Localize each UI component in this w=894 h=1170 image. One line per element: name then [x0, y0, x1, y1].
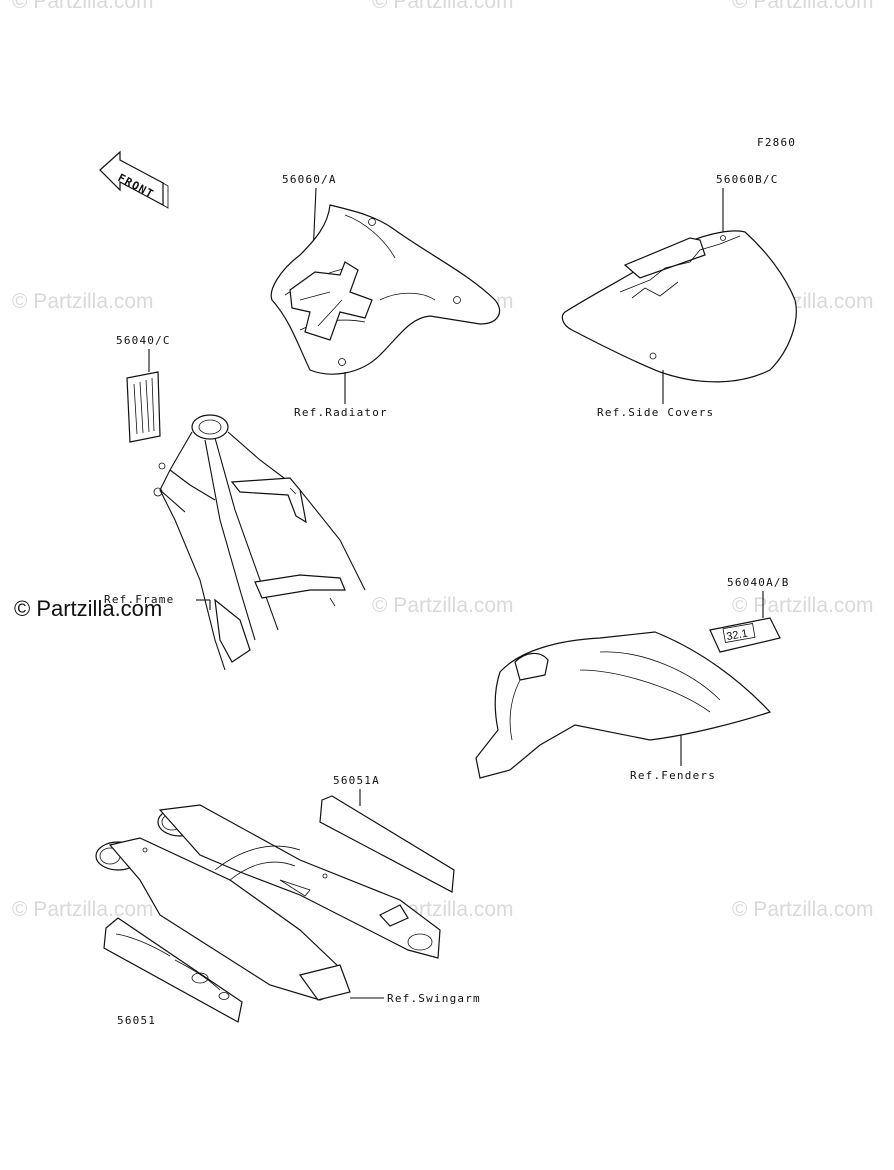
watermarks: © Partzilla.com © Partzilla.com © Partzi… [12, 0, 874, 921]
ref-radiator: Ref.Radiator [294, 406, 388, 419]
front-arrow-icon: FRONT [99, 150, 169, 209]
callout-fender-decal: 56040A/B [727, 576, 790, 589]
callout-swingarm-decal-lower: 56051 [117, 1014, 156, 1027]
callout-side-cover-decal: 56060B/C [716, 173, 779, 186]
watermark: © Partzilla.com [732, 594, 874, 617]
swingarm-drawing [95, 804, 441, 1001]
frame-drawing [153, 414, 366, 671]
ref-side-covers: Ref.Side Covers [597, 406, 714, 419]
side-cover-drawing [561, 230, 797, 383]
ref-swingarm: Ref.Swingarm [387, 992, 481, 1005]
radiator-shroud-drawing [270, 204, 501, 375]
watermark: © Partzilla.com [732, 898, 874, 921]
swingarm-decal-lower [103, 917, 243, 1023]
watermark: © Partzilla.com [12, 898, 154, 921]
ref-fenders: Ref.Fenders [630, 769, 716, 782]
fender-label-decal: 32.1 [709, 617, 781, 653]
watermark: © Partzilla.com [372, 594, 514, 617]
watermark-overlay: © Partzilla.com [14, 596, 162, 621]
rear-fender-drawing [475, 631, 772, 779]
watermark: © Partzilla.com [12, 290, 154, 313]
callout-shroud-decal: 56060/A [282, 173, 337, 186]
swingarm-decal-upper [319, 795, 455, 893]
callout-swingarm-decal-upper: 56051A [333, 774, 380, 787]
callout-frame-decal: 56040/C [116, 334, 171, 347]
watermark: © Partzilla.com [372, 0, 514, 13]
fender-label-text: 32.1 [726, 628, 749, 644]
frame-decal-drawing [126, 371, 161, 443]
ref-frame: Ref.Frame [104, 593, 174, 606]
watermark: © Partzilla.com [12, 0, 154, 13]
figure-code: F2860 [757, 136, 796, 149]
watermark: © Partzilla.com [732, 0, 874, 13]
